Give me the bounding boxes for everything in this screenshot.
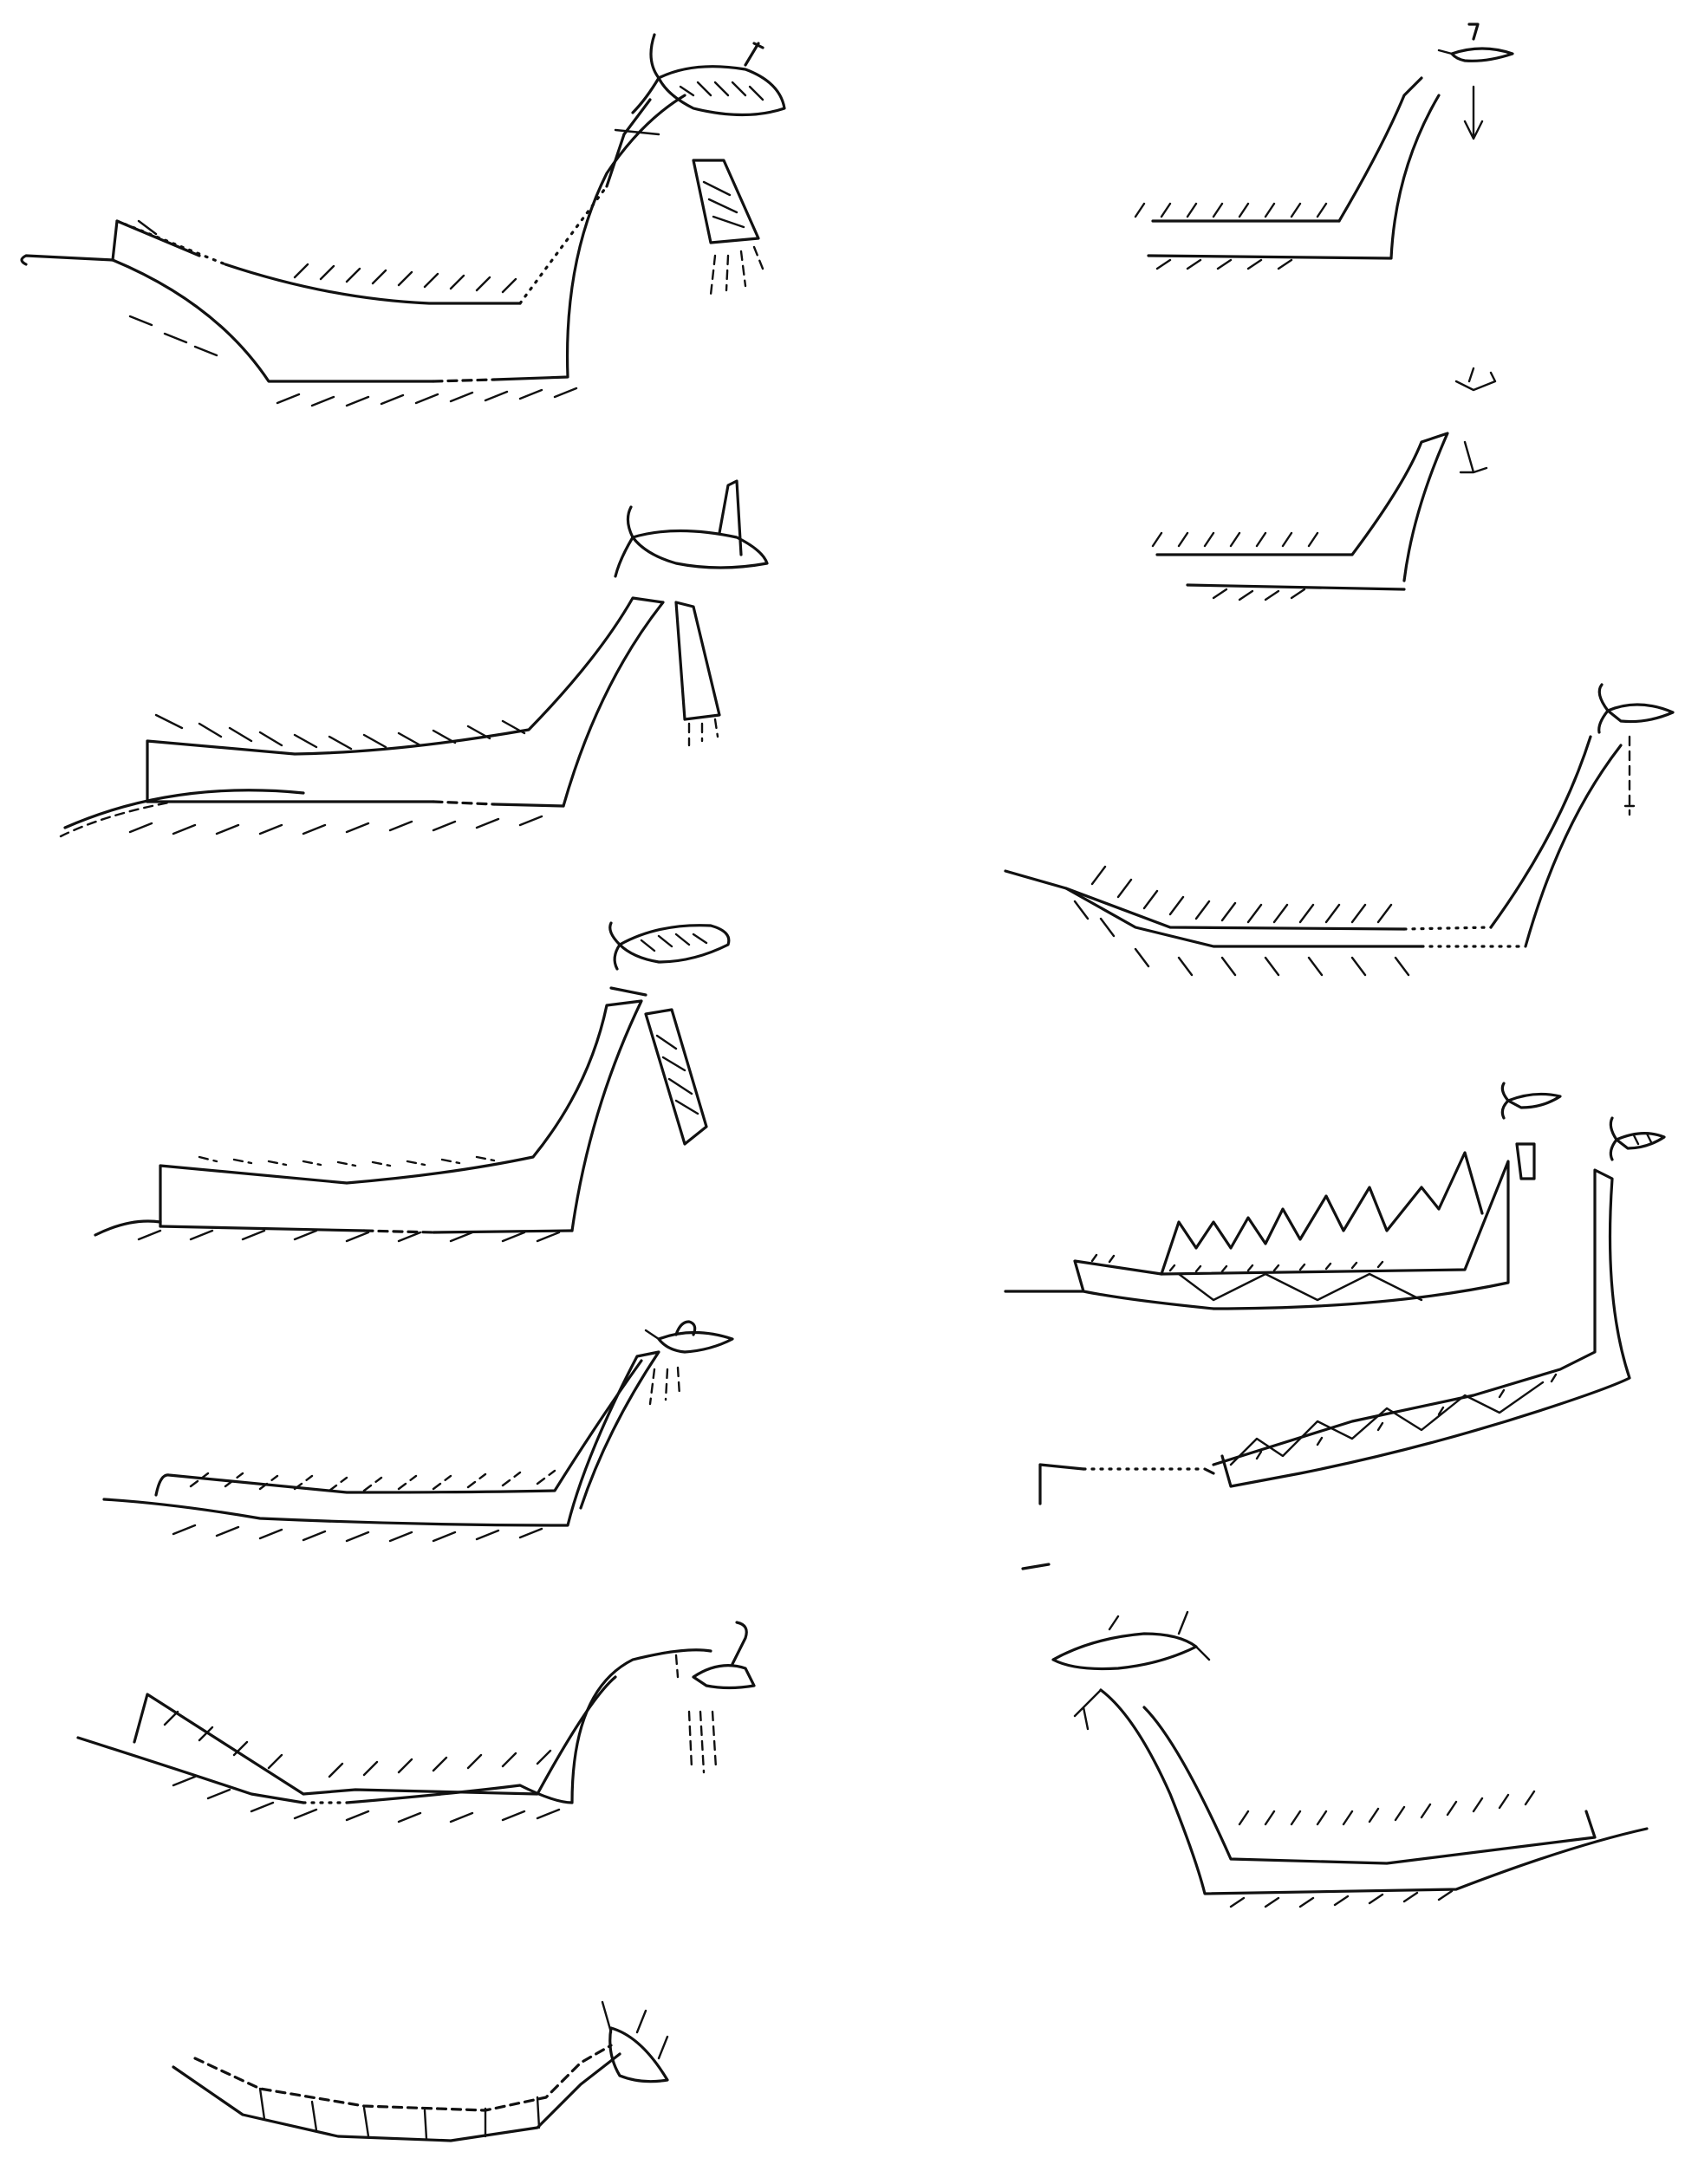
prow-head-icon	[1051, 1610, 1211, 1731]
boat-drawing-i	[1004, 683, 1675, 977]
boat-drawing-j	[1004, 1082, 1562, 1310]
boat-drawing-f	[172, 2000, 669, 2142]
prow-head-icon	[674, 1621, 756, 1690]
boat-drawing-h	[1151, 367, 1497, 601]
fish-icon	[1597, 683, 1675, 816]
boat-drawing-b	[59, 479, 769, 838]
boat-drawing-l	[1051, 1610, 1649, 1908]
boat-drawing-d	[102, 1320, 734, 1543]
boat-drawing-g	[1134, 23, 1514, 270]
fish-icon	[631, 33, 786, 117]
fish-icon	[1437, 23, 1514, 62]
prow-head-icon	[1454, 367, 1497, 392]
boat-drawing-c	[94, 921, 731, 1243]
fish-icon	[1500, 1082, 1562, 1120]
boat-drawing-k	[1021, 1116, 1666, 1570]
fish-icon	[614, 479, 769, 578]
prow-head-icon	[601, 2000, 669, 2083]
boat-drawing-a	[20, 33, 786, 407]
fish-icon	[608, 921, 731, 997]
fish-icon	[644, 1320, 734, 1354]
boat-drawing-e	[76, 1621, 756, 1823]
fish-icon	[1609, 1116, 1666, 1161]
